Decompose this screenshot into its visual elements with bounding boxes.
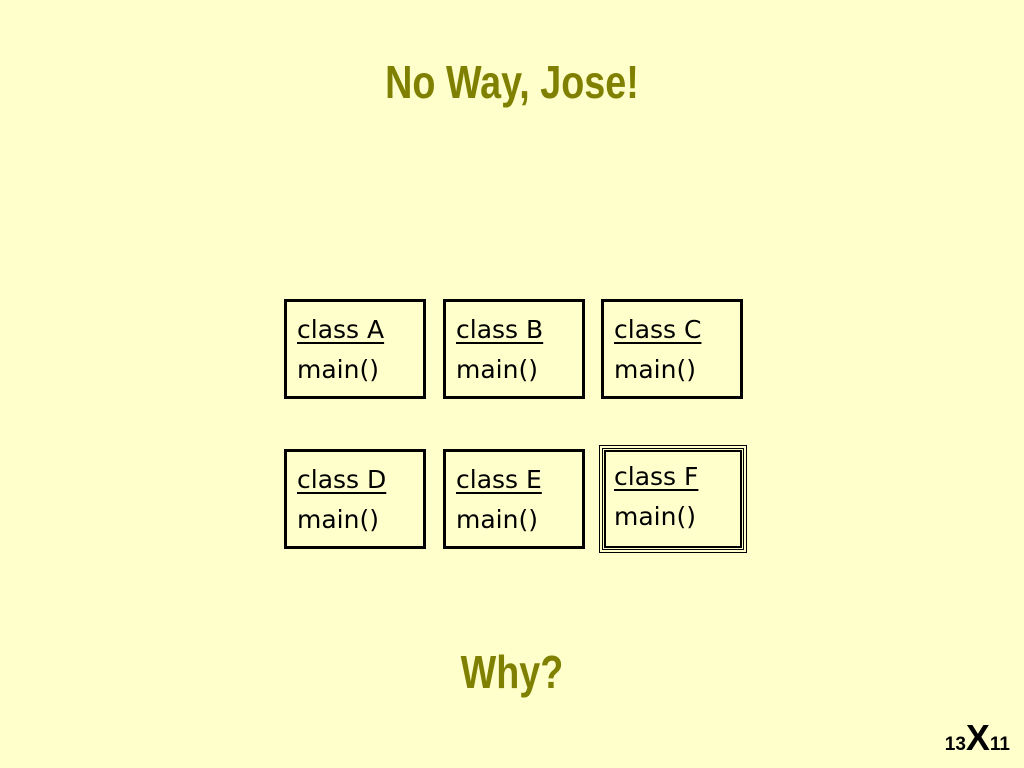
class-method: main() [297,355,379,384]
page-mark-right: 11 [989,734,1010,755]
class-name: class C [614,315,702,344]
class-method: main() [614,355,696,384]
class-method: main() [456,355,538,384]
page-mark-left: 13 [944,734,966,755]
class-box-d: class D main() [284,449,426,549]
class-box-f: class F main() [599,445,747,553]
class-box-a: class A main() [284,299,426,399]
class-name: class D [297,465,387,494]
class-name: class B [456,315,544,344]
slide-title: No Way, Jose! [385,56,639,108]
page-mark: 13X11 [945,720,1010,756]
class-method: main() [456,505,538,534]
class-name: class E [456,465,542,494]
page-mark-middle: X [965,717,990,758]
question-text: Why? [460,646,564,698]
class-name: class F [614,462,699,491]
class-box-b: class B main() [443,299,585,399]
class-name: class A [297,315,385,344]
class-method: main() [297,505,379,534]
class-box-c: class C main() [601,299,743,399]
class-method: main() [614,502,696,531]
class-box-e: class E main() [443,449,585,549]
